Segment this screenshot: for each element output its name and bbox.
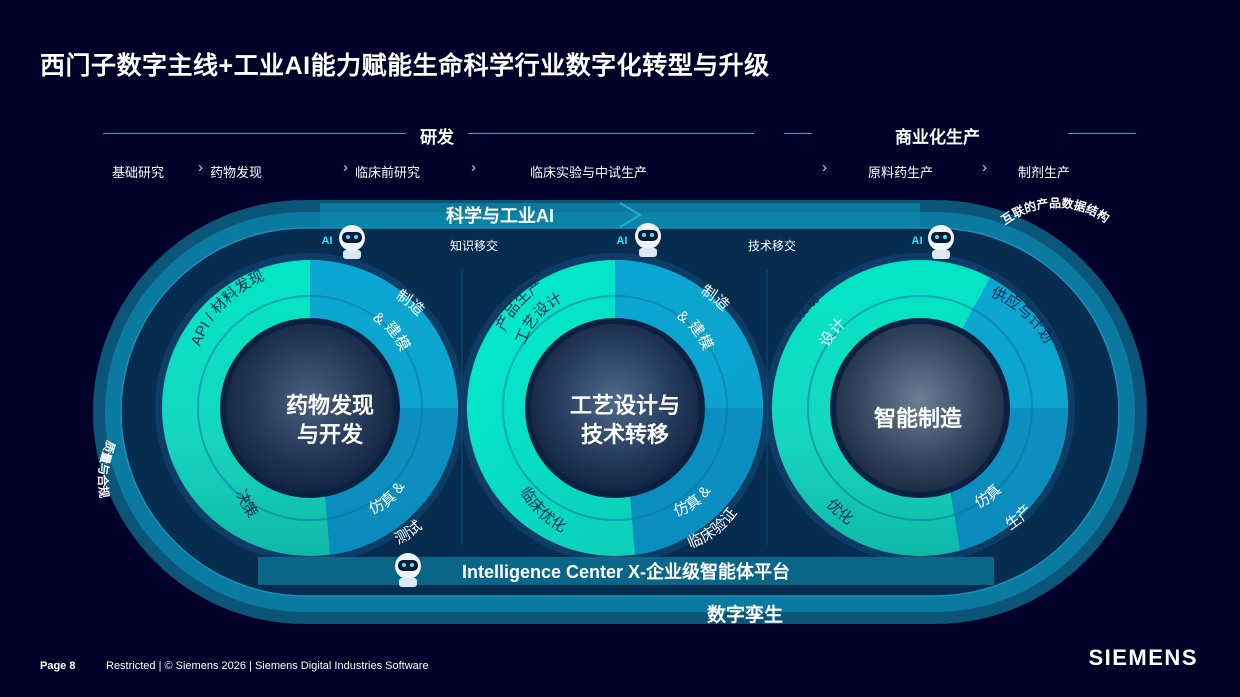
step-item: 制剂生产 bbox=[1018, 165, 1071, 180]
circle-1 bbox=[155, 253, 465, 563]
ai-badge: AI bbox=[912, 235, 923, 247]
circle-3 bbox=[765, 253, 1075, 563]
transfer-knowledge: 知识移交 bbox=[450, 238, 498, 253]
circle-1-title: 药物发现 bbox=[286, 393, 374, 418]
chevron-right-icon: › bbox=[198, 159, 203, 176]
phase-commercial: 商业化生产 bbox=[895, 128, 980, 147]
robot-icon bbox=[395, 553, 421, 587]
page-number: Page 8 bbox=[40, 660, 76, 672]
circle-2-subtitle: 技术转移 bbox=[581, 422, 669, 447]
robot-icon bbox=[635, 223, 661, 257]
chevron-right-icon: › bbox=[343, 159, 348, 176]
phase-rd: 研发 bbox=[420, 128, 454, 147]
robot-icon bbox=[928, 225, 954, 259]
band-chevron bbox=[619, 202, 642, 228]
svg-text:AI: AI bbox=[322, 235, 333, 247]
band-top-label: 科学与工业AI bbox=[446, 205, 554, 226]
step-item: 药物发现 bbox=[210, 165, 263, 180]
phase-line bbox=[1068, 133, 1136, 134]
outer-band-edge bbox=[120, 227, 1120, 597]
step-item: 原料药生产 bbox=[868, 165, 934, 180]
chevron-right-icon: › bbox=[982, 159, 987, 176]
step-item: 临床实验与中试生产 bbox=[530, 165, 648, 180]
chevron-right-icon: › bbox=[471, 159, 476, 176]
circle-2 bbox=[460, 253, 770, 563]
transfer-technology: 技术移交 bbox=[748, 238, 796, 253]
phase-line bbox=[784, 133, 812, 134]
phase-line bbox=[468, 133, 754, 134]
top-band bbox=[320, 203, 920, 227]
phase-line bbox=[103, 133, 406, 134]
ai-badge: AI bbox=[617, 235, 628, 247]
ai-badge: AI bbox=[322, 235, 333, 247]
circle-1-subtitle: 与开发 bbox=[297, 422, 364, 447]
svg-text:AI: AI bbox=[617, 235, 628, 247]
platform-label: Intelligence Center X-企业级智能体平台 bbox=[462, 561, 790, 582]
footer-info: Restricted | © Siemens 2026 | Siemens Di… bbox=[106, 660, 429, 672]
platform-band bbox=[258, 557, 994, 585]
chevron-right-icon: › bbox=[822, 159, 827, 176]
circle-3-title: 智能制造 bbox=[874, 406, 962, 431]
svg-text:AI: AI bbox=[912, 235, 923, 247]
siemens-logo: SIEMENS bbox=[1088, 645, 1198, 670]
robot-icon bbox=[339, 225, 365, 259]
step-item: 临床前研究 bbox=[355, 165, 421, 180]
page-title: 西门子数字主线+工业AI能力赋能生命科学行业数字化转型与升级 bbox=[40, 52, 770, 80]
band-bottom-label: 数字孪生 bbox=[707, 603, 783, 626]
circle-2-title: 工艺设计与 bbox=[570, 393, 680, 418]
step-item: 基础研究 bbox=[112, 165, 165, 180]
